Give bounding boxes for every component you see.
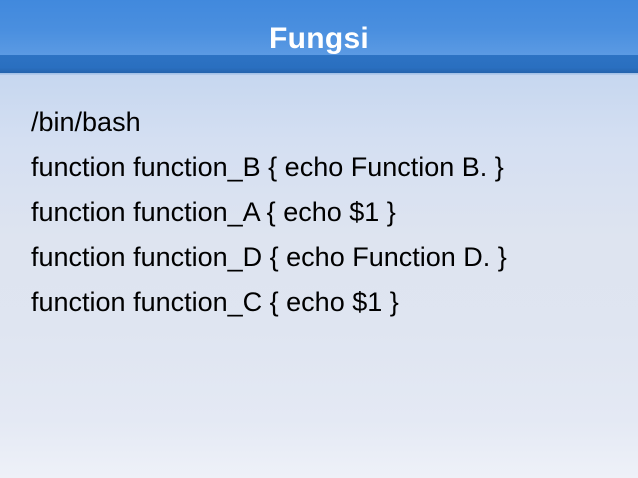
slide-header-band [0,0,638,55]
slide-header-underline [0,73,638,75]
body-line: function function_B { echo Function B. } [31,152,504,182]
body-line: function function_A { echo $1 } [31,197,396,227]
slide-header-accent-band [0,55,638,73]
body-line: /bin/bash [31,107,141,137]
body-line: function function_D { echo Function D. } [31,242,507,272]
slide-title: Fungsi [268,22,370,55]
slide-body: /bin/bash function function_B { echo Fun… [31,100,611,325]
body-line: function function_C { echo $1 } [31,287,399,317]
